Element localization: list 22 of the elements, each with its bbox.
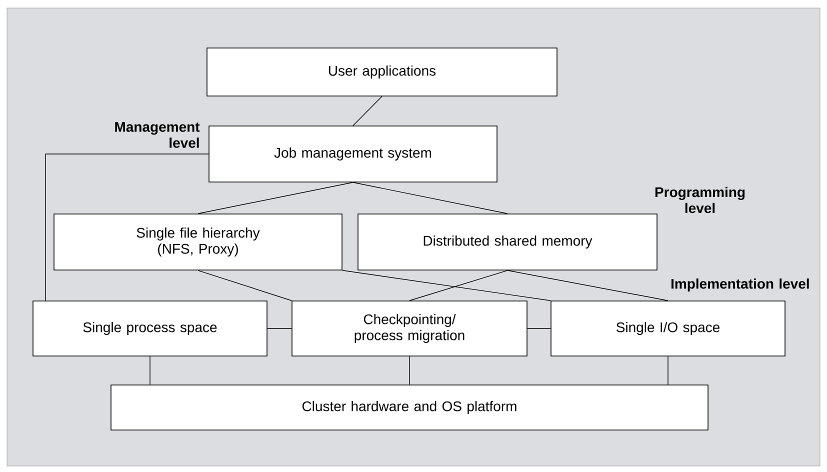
connector-line bbox=[352, 96, 382, 126]
process-box: Single process space bbox=[32, 300, 268, 356]
process-box: Distributed shared memory bbox=[358, 214, 658, 270]
connector-line bbox=[45, 154, 209, 301]
process-box: User applications bbox=[206, 48, 558, 96]
connector-line bbox=[409, 270, 508, 301]
process-box: Job management system bbox=[208, 126, 498, 182]
connector-line bbox=[527, 328, 551, 329]
connector-line bbox=[198, 270, 292, 301]
connector-line bbox=[342, 270, 551, 301]
connector-line bbox=[409, 356, 410, 385]
process-box: Single file hierarchy (NFS, Proxy) bbox=[54, 214, 342, 270]
connector-line bbox=[267, 328, 292, 329]
process-box: Checkpointing/ process migration bbox=[292, 300, 528, 356]
level-label: Management level bbox=[115, 122, 200, 148]
process-box: Cluster hardware and OS platform bbox=[110, 384, 708, 430]
process-box: Single I/O space bbox=[550, 300, 786, 356]
connector-line bbox=[198, 182, 354, 214]
level-label: Programming level bbox=[655, 186, 745, 214]
connector-line bbox=[507, 270, 668, 301]
level-label: Implementation level bbox=[672, 278, 809, 292]
connector-line bbox=[352, 182, 508, 214]
